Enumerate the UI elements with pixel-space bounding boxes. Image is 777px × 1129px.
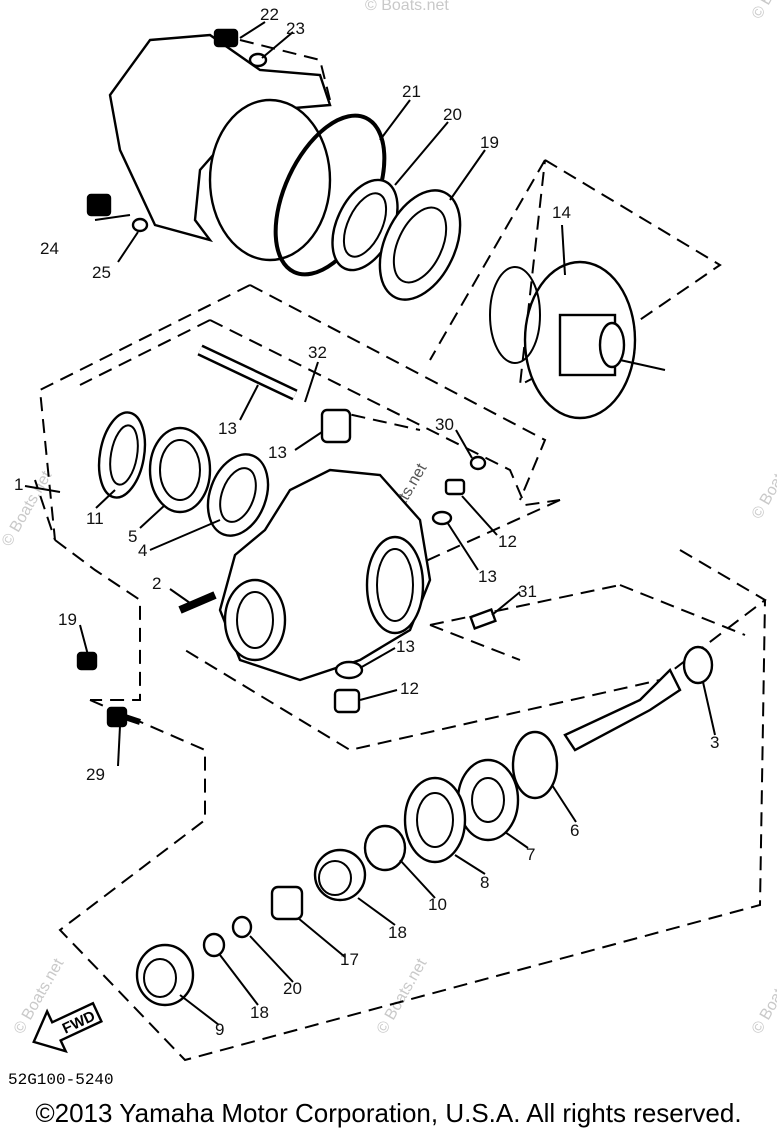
leader-lines [24,21,716,1026]
gasket-13-upper [431,510,453,526]
bolt-29 [106,706,128,728]
part-number-label: 1 [14,475,23,494]
part-number-label: 10 [428,895,447,914]
part-number-label: 20 [283,979,302,998]
part-number-label: 3 [710,733,719,752]
part-number-label: 12 [498,532,517,551]
bolt-27 [86,193,112,217]
part-number-label: 22 [260,5,279,24]
part-number-label: 21 [402,82,421,101]
parts: FWD [32,28,714,1054]
cap-14 [320,408,352,444]
bearing-housing-8 [403,776,467,864]
part-number-label: 17 [340,950,359,969]
washer-28 [131,217,149,233]
part-number-label: 29 [86,765,105,784]
watermark: © Boats.net [0,468,56,550]
coupling-9 [135,943,195,1007]
diagram-code: 52G100-5240 [8,1071,114,1089]
collar-10 [363,824,407,872]
coupler-17 [270,885,304,921]
group-outlines [34,39,767,1062]
circlip-18 [202,932,226,958]
plug-12-lower [333,688,361,714]
part-number-label: 25 [92,263,111,282]
watermark: © Boats.net [749,440,777,522]
watermark: © Boats.net [749,955,777,1037]
part-number-label: 5 [128,527,137,546]
label-31 [469,608,497,630]
gasket-13-lower [334,660,364,680]
part-number-label: 7 [526,845,535,864]
plug-12-upper [444,478,466,496]
watermark: © Boats.net [749,0,777,22]
copyright-footer: ©2013 Yamaha Motor Corporation, U.S.A. A… [35,1098,742,1128]
bearing-3 [682,645,714,685]
part-number-label: 32 [308,343,327,362]
part-number-label: 24 [40,239,59,258]
part-number-label: 2 [152,574,161,593]
bearing-7 [456,758,520,842]
part-number-label: 13 [268,443,287,462]
part-labels: 22 23 21 20 19 14 24 25 32 13 13 30 1 11… [14,5,719,1039]
bolt-25 [213,28,239,48]
pinion-shaft [563,667,682,752]
stud-2 [178,591,217,614]
bearing-22 [378,189,462,301]
part-number-label: 13 [218,419,237,438]
part-number-label: 6 [570,821,579,840]
shim-6 [511,730,559,800]
part-number-label: 23 [286,19,305,38]
spring-19 [313,848,367,902]
part-number-label: 18 [250,1003,269,1022]
gasket-11 [97,411,147,499]
part-number-label: 8 [480,873,489,892]
part-number-label: 9 [215,1020,224,1039]
part-number-label: 13 [396,637,415,656]
washer-20 [231,915,253,939]
part-number-label: 30 [435,415,454,434]
breather-30 [469,455,487,471]
part-number-label: 13 [478,567,497,586]
part-number-label: 20 [443,105,462,124]
part-number-label: 4 [138,541,147,560]
nut-21 [76,651,98,671]
part-number-label: 31 [518,582,537,601]
part-number-label: 14 [552,203,571,222]
part-number-label: 19 [58,610,77,629]
part-number-label: 18 [388,923,407,942]
part-number-label: 19 [480,133,499,152]
part-number-label: 11 [86,509,104,528]
part-number-label: 12 [400,679,419,698]
watermark: © Boats.net [365,0,449,14]
